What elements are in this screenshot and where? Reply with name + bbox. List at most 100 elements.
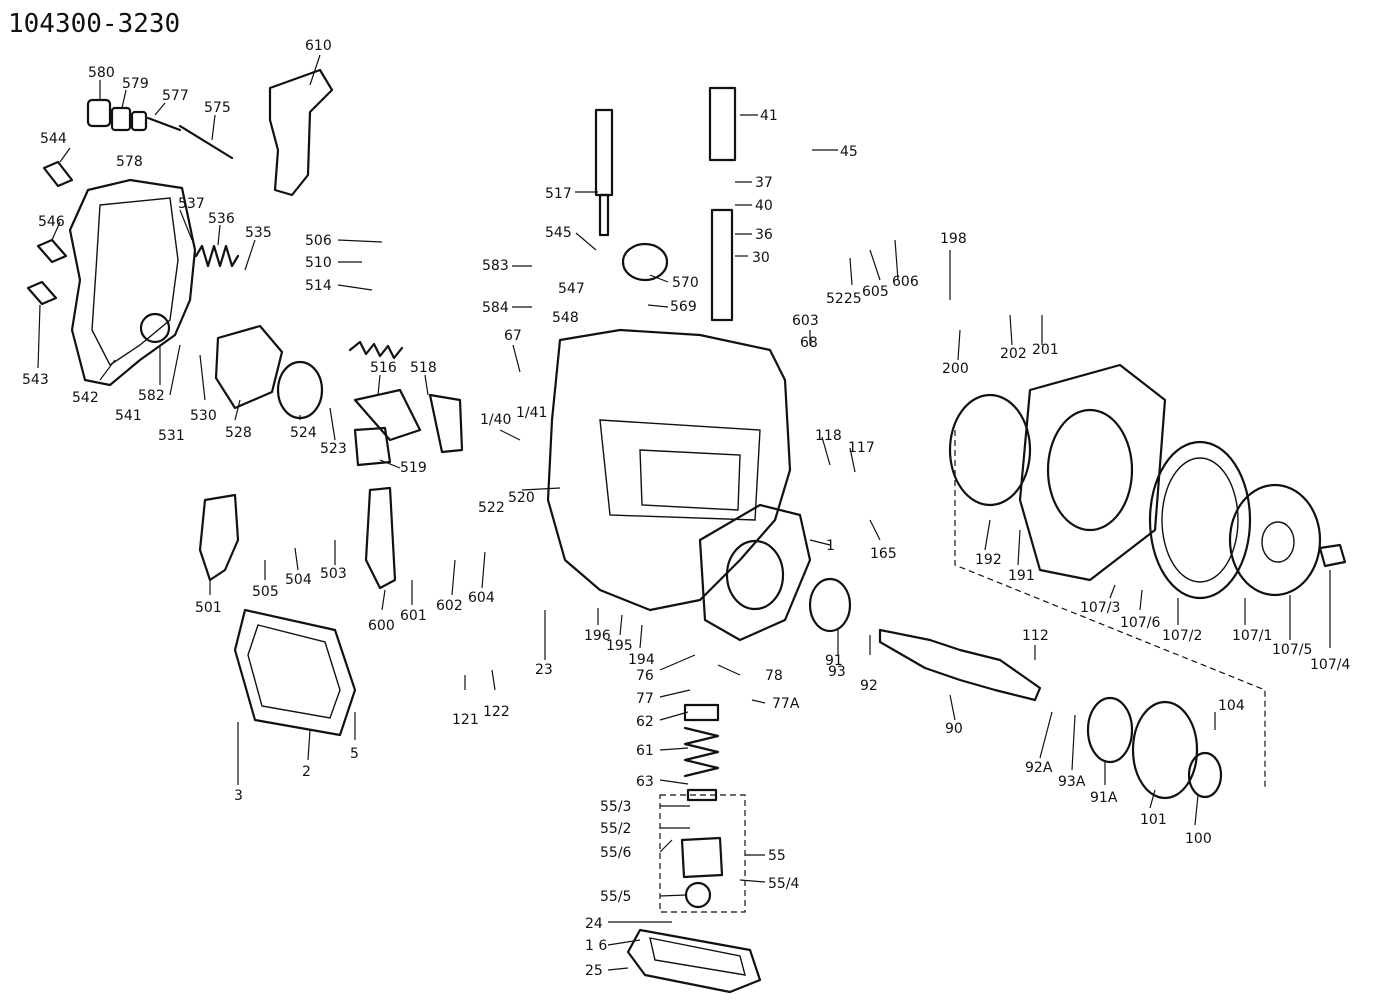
label-514: 514 xyxy=(305,278,332,294)
label-93a: 93A xyxy=(1058,774,1086,790)
label-200: 200 xyxy=(942,361,969,377)
label-537: 537 xyxy=(178,196,205,212)
label-92: 92 xyxy=(860,678,878,694)
label-570: 570 xyxy=(672,275,699,291)
label-610: 610 xyxy=(305,38,332,54)
label-55: 55 xyxy=(768,848,786,864)
label-107-6: 107/6 xyxy=(1120,615,1160,631)
label-604: 604 xyxy=(468,590,495,606)
label-107-1: 107/1 xyxy=(1232,628,1272,644)
label-202: 202 xyxy=(1000,346,1027,362)
label-1: 1 xyxy=(826,538,835,554)
label-25: 25 xyxy=(585,963,603,979)
part-labels: 610 580 579 577 575 578 544 537 536 535 … xyxy=(22,38,1350,979)
label-90: 90 xyxy=(945,721,963,737)
label-117: 117 xyxy=(848,440,875,456)
label-76: 76 xyxy=(636,668,654,684)
label-165: 165 xyxy=(870,546,897,562)
leader-lines xyxy=(37,54,1331,971)
label-519: 519 xyxy=(400,460,427,476)
label-122: 122 xyxy=(483,704,510,720)
label-522: 522 xyxy=(478,500,505,516)
label-601: 601 xyxy=(400,608,427,624)
label-195: 195 xyxy=(606,638,633,654)
label-107-2: 107/2 xyxy=(1162,628,1202,644)
label-68: 68 xyxy=(800,335,818,351)
label-578: 578 xyxy=(116,154,143,170)
label-77: 77 xyxy=(636,691,654,707)
label-603: 603 xyxy=(792,313,819,329)
label-517: 517 xyxy=(545,186,572,202)
label-530: 530 xyxy=(190,408,217,424)
label-23: 23 xyxy=(535,662,553,678)
label-36: 36 xyxy=(755,227,773,243)
label-582: 582 xyxy=(138,388,165,404)
label-542: 542 xyxy=(72,390,99,406)
label-583: 583 xyxy=(482,258,509,274)
label-77a: 77A xyxy=(772,696,800,712)
label-575: 575 xyxy=(204,100,231,116)
label-506: 506 xyxy=(305,233,332,249)
label-518: 518 xyxy=(410,360,437,376)
label-91: 91 xyxy=(825,653,843,669)
label-2: 2 xyxy=(302,764,311,780)
label-569: 569 xyxy=(670,299,697,315)
label-55-5: 55/5 xyxy=(600,889,631,905)
label-107-4: 107/4 xyxy=(1310,657,1350,673)
label-78: 78 xyxy=(765,668,783,684)
label-536: 536 xyxy=(208,211,235,227)
label-191: 191 xyxy=(1008,568,1035,584)
dashed-group-boxes xyxy=(659,430,1266,913)
label-5225: 5225 xyxy=(826,291,862,307)
diagram-title: 104300-3230 xyxy=(8,9,180,39)
label-198: 198 xyxy=(940,231,967,247)
label-516: 516 xyxy=(370,360,397,376)
label-501: 501 xyxy=(195,600,222,616)
label-528: 528 xyxy=(225,425,252,441)
label-580: 580 xyxy=(88,65,115,81)
label-535: 535 xyxy=(245,225,272,241)
label-510: 510 xyxy=(305,255,332,271)
label-104: 104 xyxy=(1218,698,1245,714)
label-24: 24 xyxy=(585,916,603,932)
label-118: 118 xyxy=(815,428,842,444)
parts-drawing xyxy=(26,68,1347,994)
label-606: 606 xyxy=(892,274,919,290)
label-503: 503 xyxy=(320,566,347,582)
label-194: 194 xyxy=(628,652,655,668)
label-61: 61 xyxy=(636,743,654,759)
label-523: 523 xyxy=(320,441,347,457)
label-55-2: 55/2 xyxy=(600,821,631,837)
label-41: 41 xyxy=(760,108,778,124)
label-579: 579 xyxy=(122,76,149,92)
label-196: 196 xyxy=(584,628,611,644)
label-545: 545 xyxy=(545,225,572,241)
label-520: 520 xyxy=(508,490,535,506)
label-531: 531 xyxy=(158,428,185,444)
label-62: 62 xyxy=(636,714,654,730)
label-605: 605 xyxy=(862,284,889,300)
label-541: 541 xyxy=(115,408,142,424)
label-100: 100 xyxy=(1185,831,1212,847)
label-543: 543 xyxy=(22,372,49,388)
label-504: 504 xyxy=(285,572,312,588)
label-101: 101 xyxy=(1140,812,1167,828)
label-107-3: 107/3 xyxy=(1080,600,1120,616)
label-55-3: 55/3 xyxy=(600,799,631,815)
label-1-40: 1/40 xyxy=(480,412,511,428)
label-546: 546 xyxy=(38,214,65,230)
label-16: 1 6 xyxy=(585,938,607,954)
label-63: 63 xyxy=(636,774,654,790)
label-602: 602 xyxy=(436,598,463,614)
label-37: 37 xyxy=(755,175,773,191)
label-93: 93 xyxy=(828,664,846,680)
label-55-4: 55/4 xyxy=(768,876,800,892)
label-45: 45 xyxy=(840,144,858,160)
label-505: 505 xyxy=(252,584,279,600)
label-524: 524 xyxy=(290,425,317,441)
label-107-5: 107/5 xyxy=(1272,642,1312,658)
label-30: 30 xyxy=(752,250,770,266)
label-92a: 92A xyxy=(1025,760,1053,776)
label-544: 544 xyxy=(40,131,67,147)
label-91a: 91A xyxy=(1090,790,1118,806)
